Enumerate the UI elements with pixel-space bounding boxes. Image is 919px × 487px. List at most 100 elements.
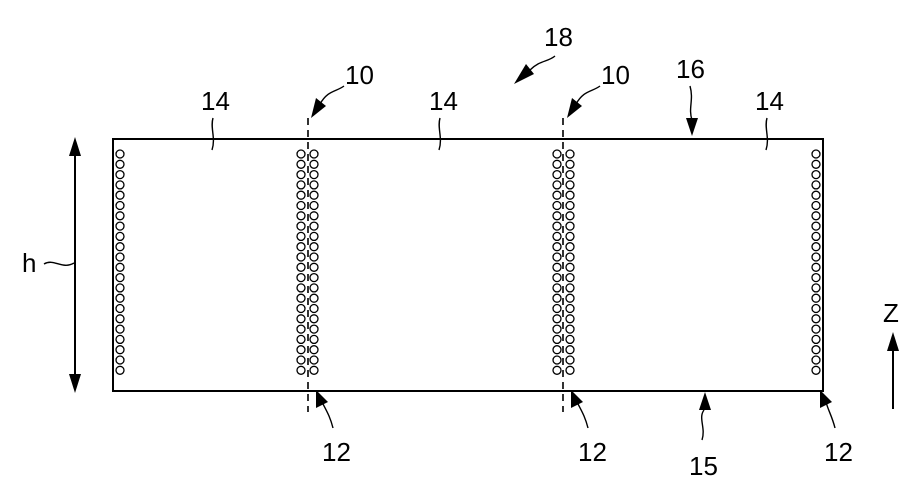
hole-left-seam <box>310 274 318 282</box>
hole-right-edge <box>812 243 820 251</box>
hole-left-edge <box>116 202 124 210</box>
hole-left-seam <box>297 284 305 292</box>
hole-left-edge <box>116 160 124 168</box>
hole-right-seam <box>553 356 561 364</box>
hole-left-seam <box>297 325 305 333</box>
hole-right-seam <box>566 356 574 364</box>
hole-left-edge <box>116 325 124 333</box>
hole-right-edge <box>812 315 820 323</box>
hole-left-seam <box>297 294 305 302</box>
z-axis-arrow-head <box>887 332 899 351</box>
hole-right-seam <box>553 294 561 302</box>
arrow-12-right-head <box>571 390 583 408</box>
leader-14-left <box>212 118 213 150</box>
leader-14-right <box>766 118 767 150</box>
hole-left-seam <box>310 284 318 292</box>
hole-right-edge <box>812 305 820 313</box>
hole-right-seam <box>553 284 561 292</box>
hole-left-edge <box>116 191 124 199</box>
hole-left-edge <box>116 294 124 302</box>
hole-right-seam <box>553 222 561 230</box>
hole-left-seam <box>310 191 318 199</box>
hole-left-edge <box>116 356 124 364</box>
hole-right-seam <box>566 191 574 199</box>
hole-left-seam <box>310 160 318 168</box>
label-14-right: 14 <box>755 86 784 116</box>
hole-right-seam <box>553 346 561 354</box>
hole-right-edge <box>812 274 820 282</box>
leader-14-mid <box>439 118 440 150</box>
hole-right-edge <box>812 346 820 354</box>
hole-right-seam <box>566 150 574 158</box>
hole-right-seam <box>553 253 561 261</box>
hole-right-seam <box>553 191 561 199</box>
hole-left-seam <box>310 232 318 240</box>
hole-right-seam <box>566 263 574 271</box>
hole-right-seam <box>553 274 561 282</box>
label-10-left: 10 <box>345 60 374 90</box>
hole-right-edge <box>812 160 820 168</box>
hole-right-seam <box>553 366 561 374</box>
arrow-10-right-shaft <box>576 86 600 104</box>
hole-left-edge <box>116 212 124 220</box>
hole-left-edge <box>116 181 124 189</box>
hole-left-edge <box>116 315 124 323</box>
hole-left-seam <box>297 315 305 323</box>
hole-left-seam <box>297 160 305 168</box>
hole-left-seam <box>297 274 305 282</box>
hole-left-seam <box>310 243 318 251</box>
hole-right-seam <box>566 202 574 210</box>
height-arrow-head-top <box>69 137 81 156</box>
hole-left-seam <box>310 222 318 230</box>
hole-left-seam <box>310 263 318 271</box>
hole-right-seam <box>553 202 561 210</box>
hole-right-edge <box>812 212 820 220</box>
label-12-edge: 12 <box>824 437 853 467</box>
hole-left-edge <box>116 171 124 179</box>
hole-right-seam <box>553 335 561 343</box>
hole-right-seam <box>566 160 574 168</box>
hole-left-edge <box>116 366 124 374</box>
label-15: 15 <box>689 451 718 481</box>
hole-left-seam <box>310 346 318 354</box>
hole-right-seam <box>553 171 561 179</box>
hole-left-seam <box>297 171 305 179</box>
hole-left-seam <box>297 356 305 364</box>
hole-left-seam <box>297 191 305 199</box>
hole-right-edge <box>812 191 820 199</box>
hole-left-seam <box>297 202 305 210</box>
hole-left-seam <box>310 294 318 302</box>
hole-left-seam <box>310 305 318 313</box>
hole-right-edge <box>812 356 820 364</box>
perforation-holes <box>116 150 820 374</box>
hole-left-edge <box>116 253 124 261</box>
hole-right-edge <box>812 335 820 343</box>
hole-left-edge <box>116 346 124 354</box>
hole-right-edge <box>812 263 820 271</box>
label-10-right: 10 <box>601 60 630 90</box>
hole-left-edge <box>116 335 124 343</box>
hole-right-seam <box>553 263 561 271</box>
arrow-15-shaft <box>702 410 704 440</box>
hole-right-seam <box>566 232 574 240</box>
hole-left-seam <box>310 253 318 261</box>
hole-left-edge <box>116 274 124 282</box>
hole-right-edge <box>812 366 820 374</box>
hole-right-edge <box>812 171 820 179</box>
hole-left-edge <box>116 222 124 230</box>
hole-right-seam <box>553 181 561 189</box>
hole-right-edge <box>812 294 820 302</box>
hole-right-seam <box>566 212 574 220</box>
hole-right-edge <box>812 202 820 210</box>
arrow-16-head <box>686 118 698 136</box>
hole-right-seam <box>566 284 574 292</box>
hole-right-seam <box>566 253 574 261</box>
hole-right-seam <box>553 160 561 168</box>
hole-right-seam <box>553 150 561 158</box>
hole-left-seam <box>310 335 318 343</box>
hole-right-edge <box>812 325 820 333</box>
hole-right-seam <box>566 222 574 230</box>
hole-left-seam <box>297 366 305 374</box>
label-z: Z <box>883 298 899 328</box>
